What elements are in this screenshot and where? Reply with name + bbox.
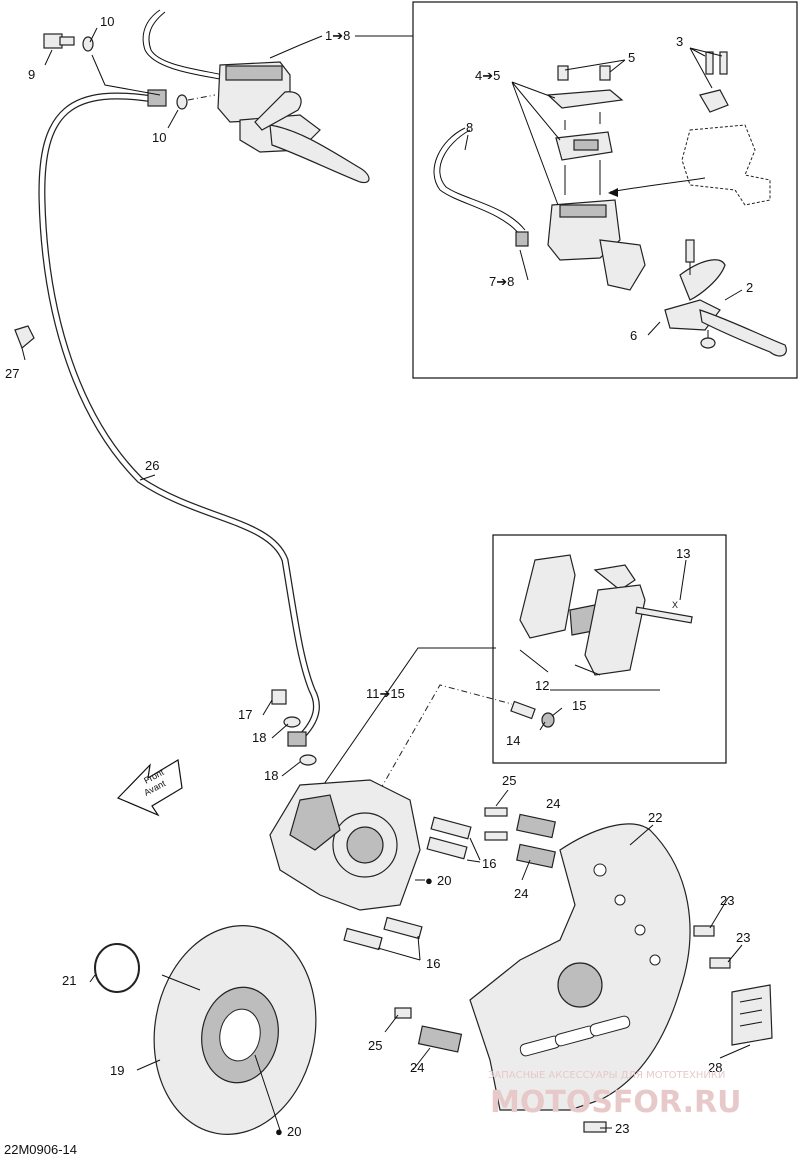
mounting-bracket-dashed [608,51,771,206]
callout-24-a: 24 [546,796,560,811]
callout-24-c: 24 [410,1060,424,1075]
callout-1-8: 1➔8 [325,28,350,43]
master-cylinder-detail-box [412,1,798,379]
o-ring [94,943,140,993]
callout-28: 28 [708,1060,722,1075]
banjo-bolt-top [43,33,94,52]
caliper-detail-box [492,534,727,764]
drop-20-disc: ● [275,1124,283,1139]
callout-5: 5 [628,50,635,65]
master-cylinder-main [217,61,370,184]
callout-25-a: 25 [502,773,516,788]
caliper-bolts [343,816,481,961]
guard-spacers [394,807,556,1053]
callout-16-top: 16 [482,856,496,871]
brake-caliper [269,779,421,911]
callout-labels: 1➔8 2 3 4➔5 5 6 7➔8 8 9 10 10 11➔15 12 1… [5,14,753,1139]
front-direction-arrow: Front Avant [116,759,183,817]
drop-20-caliper: ● [425,873,433,888]
callout-4-5: 4➔5 [475,68,500,83]
callout-22: 22 [648,810,662,825]
brake-switch-wire [142,9,226,81]
warning-decal [731,984,773,1046]
callout-6: 6 [630,328,637,343]
callout-27: 27 [5,366,19,381]
callout-10-bottom: 10 [152,130,166,145]
callout-3: 3 [676,34,683,49]
disc-guard [469,823,691,1111]
callout-19: 19 [110,1063,124,1078]
brake-lever-detail [664,239,787,357]
brake-hose [38,92,320,742]
callout-17: 17 [238,707,252,722]
callout-8: 8 [466,120,473,135]
figure-code: 22M0906-14 [4,1142,77,1157]
callout-10-top: 10 [100,14,114,29]
reservoir-exploded [546,65,646,291]
watermark-big: MOTOSFOR.RU [490,1085,741,1120]
hose-end-fitting-top [91,54,216,110]
wire-sensor-detail [433,127,529,247]
callout-23-b: 23 [736,930,750,945]
callout-23-a: 23 [720,893,734,908]
brake-disc [153,925,317,1135]
callout-leaders [21,27,751,1131]
callout-25-b: 25 [368,1038,382,1053]
callout-16-bottom: 16 [426,956,440,971]
callout-11-15: 11➔15 [366,686,405,701]
callout-20-disc: 20 [287,1124,301,1139]
callout-20-caliper: 20 [437,873,451,888]
callout-23-c: 23 [615,1121,629,1136]
caliper-leader [312,647,496,801]
callout-18-top: 18 [252,730,266,745]
watermark-small: ЗАПАСНЫЕ АКСЕССУАРЫ ДЛЯ МОТОТЕХНИКИ [488,1070,725,1081]
pad-pin-marker: X [672,600,678,610]
callout-21: 21 [62,973,76,988]
watermark: ЗАПАСНЫЕ АКСЕССУАРЫ ДЛЯ МОТОТЕХНИКИ MOTO… [488,1070,741,1120]
callout-13: 13 [676,546,690,561]
callout-26: 26 [145,458,159,473]
bleeder-screw [510,700,555,728]
callout-12: 12 [535,678,549,693]
brake-pads-detail: X [519,554,693,676]
callout-9: 9 [28,67,35,82]
hose-clip [14,325,35,349]
guard-screws [583,925,731,1133]
callout-7-8: 7➔8 [489,274,514,289]
callout-24-b: 24 [514,886,528,901]
callout-18-bottom: 18 [264,768,278,783]
callout-14: 14 [506,733,520,748]
callout-15: 15 [572,698,586,713]
callout-2: 2 [746,280,753,295]
